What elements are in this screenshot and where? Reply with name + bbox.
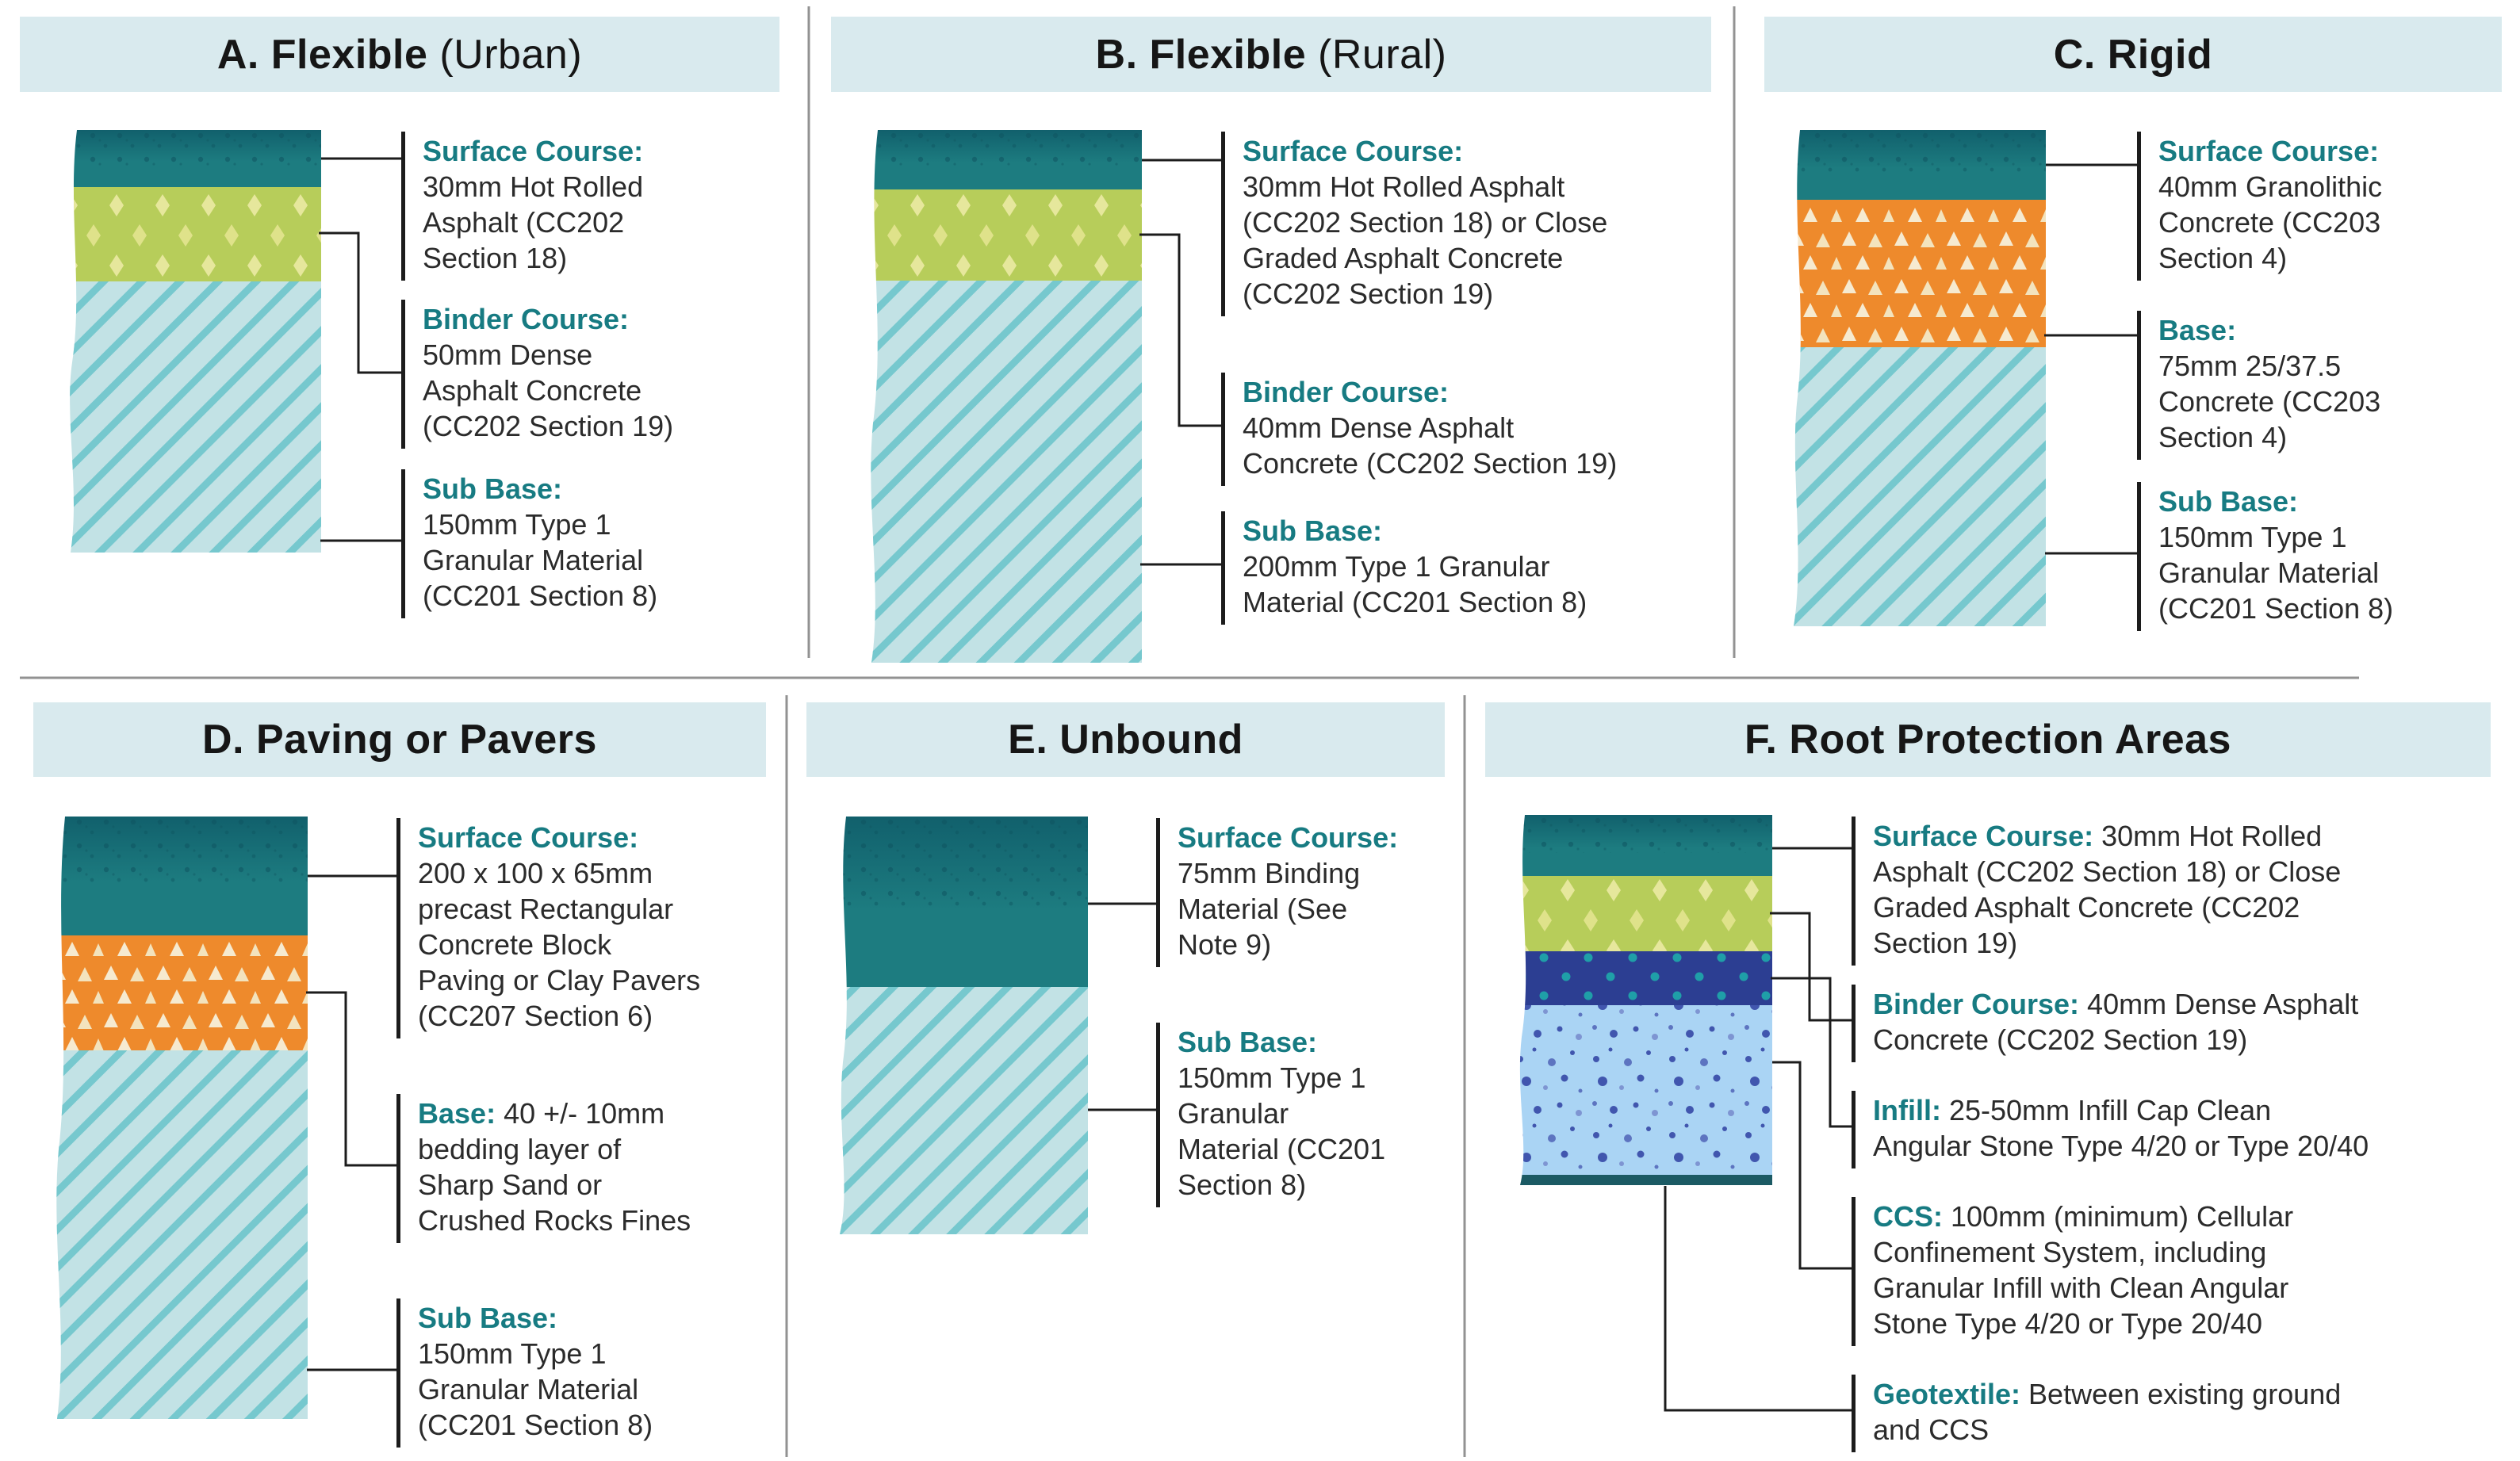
panel-b-title: B. Flexible (Rural) xyxy=(1096,31,1447,78)
panel-e-diagram xyxy=(840,817,1088,1234)
callout-text: 25-50mm Infill Cap Clean Angular Stone T… xyxy=(1873,1094,2369,1162)
d-surface-speckle xyxy=(56,817,308,888)
panel-d-title-bold: D. Paving or Pavers xyxy=(202,717,597,763)
callout-heading: Geotextile: xyxy=(1873,1378,2021,1410)
callout-heading: Surface Course: xyxy=(2158,135,2380,167)
callout-heading: Sub Base: xyxy=(2158,485,2299,518)
callout-heading: Binder Course: xyxy=(1873,988,2080,1020)
panel-f-title-bold: F. Root Protection Areas xyxy=(1744,717,2231,763)
panel-e-header: E. Unbound xyxy=(806,702,1445,777)
callout-heading: Sub Base: xyxy=(418,1302,558,1334)
panel-c-diagram xyxy=(1794,130,2046,626)
b-surface-callout: Surface Course:30mm Hot Rolled Asphalt (… xyxy=(1221,132,1672,316)
a-subbase-callout: Sub Base:150mm Type 1 Granular Material … xyxy=(401,469,714,618)
callout-text: Between existing ground and CCS xyxy=(1873,1378,2342,1446)
a-surface-callout: Surface Course:30mm Hot Rolled Asphalt (… xyxy=(401,132,714,281)
d-surface-callout: Surface Course:200 x 100 x 65mm precast … xyxy=(396,818,749,1038)
c-base-callout: Base: 75mm 25/37.5 Concrete (CC203 Sectio… xyxy=(2137,311,2449,460)
callout-heading: Surface Course: xyxy=(1873,820,2094,852)
panel-f-diagram xyxy=(1519,815,1772,1185)
callout-text: 40 +/- 10mm bedding layer of Sharp Sand … xyxy=(418,1097,691,1237)
c-surface-speckle xyxy=(1794,130,2046,174)
callout-heading: Infill: xyxy=(1873,1094,1941,1126)
e-surface-speckle xyxy=(840,817,1088,912)
callout-text: 75mm 25/37.5 Concrete (CC203 Section 4) xyxy=(2158,350,2381,453)
callout-heading: Base: xyxy=(418,1097,496,1130)
callout-heading: Surface Course: xyxy=(1243,135,1464,167)
f-ccs-callout: CCS: 100mm (minimum) Cellular Confinemen… xyxy=(1852,1197,2418,1346)
c-surface-callout: Surface Course:40mm Granolithic Concrete… xyxy=(2137,132,2449,281)
callout-text: 40mm Granolithic Concrete (CC203 Section… xyxy=(2158,170,2383,274)
d-subbase-callout: Sub Base:150mm Type 1 Granular Material … xyxy=(396,1298,749,1448)
panel-a-header: A. Flexible (Urban) xyxy=(20,17,779,92)
a-surface-speckle xyxy=(70,130,321,166)
f-binder-callout: Binder Course: 40mm Dense Asphalt Concre… xyxy=(1852,985,2418,1062)
callout-text: 150mm Type 1 Granular Material (CC201 Se… xyxy=(1178,1061,1386,1201)
e-surface-callout: Surface Course:75mm Binding Material (Se… xyxy=(1156,818,1425,967)
c-subbase-callout: Sub Base:150mm Type 1 Granular Material … xyxy=(2137,482,2449,631)
panel-b-header: B. Flexible (Rural) xyxy=(831,17,1711,92)
callout-text: 30mm Hot Rolled Asphalt (CC202 Section 1… xyxy=(1243,170,1608,310)
b-binder-callout: Binder Course:40mm Dense Asphalt Concret… xyxy=(1221,373,1672,486)
callout-text: 40mm Dense Asphalt Concrete (CC202 Secti… xyxy=(1243,411,1618,480)
callout-heading: Binder Course: xyxy=(1243,376,1450,408)
callout-heading: Sub Base: xyxy=(1178,1026,1318,1058)
panel-e-title-bold: E. Unbound xyxy=(1008,717,1243,763)
panel-a-title: A. Flexible (Urban) xyxy=(217,31,582,78)
panel-f-header: F. Root Protection Areas xyxy=(1485,702,2491,777)
callout-text: 100mm (minimum) Cellular Confinement Sys… xyxy=(1873,1200,2294,1340)
f-surface-speckle xyxy=(1519,815,1772,853)
panel-e-title: E. Unbound xyxy=(1008,716,1243,763)
panel-c-title-bold: C. Rigid xyxy=(2053,31,2213,78)
callout-text: 50mm Dense Asphalt Concrete (CC202 Secti… xyxy=(423,338,674,442)
callout-heading: Sub Base: xyxy=(423,472,563,505)
callout-text: 200mm Type 1 Granular Material (CC201 Se… xyxy=(1243,550,1587,618)
f-infill-callout: Infill: 25-50mm Infill Cap Clean Angular… xyxy=(1852,1091,2418,1168)
callout-text: 30mm Hot Rolled Asphalt (CC202 Section 1… xyxy=(423,170,644,274)
panel-c-header: C. Rigid xyxy=(1764,17,2502,92)
panel-b-title-light: (Rural) xyxy=(1306,31,1447,78)
callout-text: 30mm Hot Rolled Asphalt (CC202 Section 1… xyxy=(1873,820,2342,959)
callout-heading: Binder Course: xyxy=(423,303,630,335)
panel-d-title: D. Paving or Pavers xyxy=(202,716,597,763)
callout-heading: Surface Course: xyxy=(418,821,639,854)
e-subbase-callout: Sub Base:150mm Type 1 Granular Material … xyxy=(1156,1023,1425,1207)
callout-text: 150mm Type 1 Granular Material (CC201 Se… xyxy=(2158,521,2394,625)
callout-heading: Sub Base: xyxy=(1243,514,1383,547)
panel-b-title-bold: B. Flexible xyxy=(1095,31,1307,78)
f-geotextile-layer xyxy=(1519,1175,1772,1185)
panel-b-diagram xyxy=(871,130,1142,663)
panel-a-title-bold: A. Flexible xyxy=(216,31,428,78)
callout-heading: Base: xyxy=(2158,314,2237,346)
callout-text: 75mm Binding Material (See Note 9) xyxy=(1178,857,1361,961)
b-surface-speckle xyxy=(871,130,1142,167)
panel-f-title: F. Root Protection Areas xyxy=(1744,716,2231,763)
callout-heading: Surface Course: xyxy=(423,135,644,167)
callout-text: 40mm Dense Asphalt Concrete (CC202 Secti… xyxy=(1873,988,2359,1056)
callout-text: 150mm Type 1 Granular Material (CC201 Se… xyxy=(423,508,658,612)
callout-text: 200 x 100 x 65mm precast Rectangular Con… xyxy=(418,857,701,1032)
callout-heading: CCS: xyxy=(1873,1200,1943,1233)
callout-heading: Surface Course: xyxy=(1178,821,1399,854)
panel-a-diagram xyxy=(70,130,321,553)
f-surface-callout: Surface Course: 30mm Hot Rolled Asphalt … xyxy=(1852,817,2418,966)
panel-c-title: C. Rigid xyxy=(2054,31,2212,78)
panel-d-diagram xyxy=(56,817,308,1419)
b-subbase-callout: Sub Base:200mm Type 1 Granular Material … xyxy=(1221,511,1672,625)
panel-d-header: D. Paving or Pavers xyxy=(33,702,766,777)
callout-text: 150mm Type 1 Granular Material (CC201 Se… xyxy=(418,1337,653,1441)
d-base-callout: Base: 40 +/- 10mm bedding layer of Sharp… xyxy=(396,1094,749,1243)
a-binder-callout: Binder Course:50mm Dense Asphalt Concret… xyxy=(401,300,714,449)
panel-a-title-light: (Urban) xyxy=(427,31,583,78)
f-geotextile-callout: Geotextile: Between existing ground and … xyxy=(1852,1375,2418,1452)
